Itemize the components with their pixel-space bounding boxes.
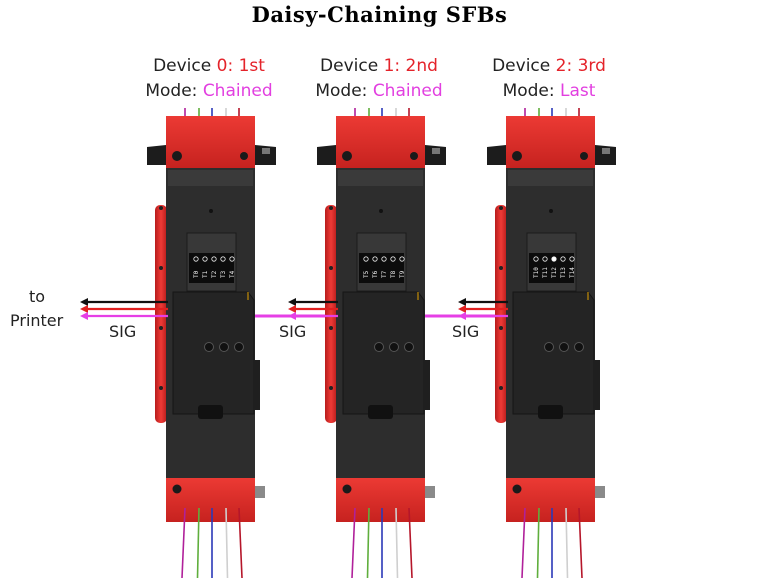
body-band <box>338 170 423 186</box>
clip <box>368 405 393 419</box>
port-label-T13: T13 <box>560 267 567 278</box>
screw-head <box>432 148 440 154</box>
arrow-icon <box>458 305 466 313</box>
fastener <box>545 343 554 352</box>
device-2-mode: Mode: Last <box>449 79 649 104</box>
cap-hole <box>173 485 182 494</box>
device-1: T5T6T7T8T9 <box>317 108 446 578</box>
rail-hole <box>329 386 333 390</box>
fastener <box>375 343 384 352</box>
rail-hole <box>329 206 333 210</box>
rail-hole <box>159 206 163 210</box>
screw-head <box>602 148 610 154</box>
mount-ear-left <box>487 145 506 165</box>
fastener <box>575 343 584 352</box>
module-plate <box>513 292 594 414</box>
fastener <box>205 343 214 352</box>
bottom-cap <box>336 478 425 522</box>
cap-hole <box>513 485 522 494</box>
device-2-title: Device 2: 3rd <box>449 54 649 79</box>
port-label-T2: T2 <box>211 270 218 278</box>
port-label-T6: T6 <box>372 270 379 278</box>
rail-hole <box>159 266 163 270</box>
port-label-T9: T9 <box>399 270 406 278</box>
fastener <box>235 343 244 352</box>
port-label-T11: T11 <box>542 267 549 278</box>
fastener <box>560 343 569 352</box>
arrow-icon <box>458 312 466 320</box>
rail-hole <box>329 326 333 330</box>
fastener <box>220 343 229 352</box>
cap-hole <box>240 152 248 160</box>
rail-hole <box>499 386 503 390</box>
cap-hole <box>172 151 182 161</box>
to-label: to <box>29 287 45 306</box>
device-2-label: Device 2: 3rd Mode: Last <box>449 54 649 104</box>
port-label-T3: T3 <box>220 270 227 278</box>
port-label-T14: T14 <box>569 267 576 278</box>
port-label-T7: T7 <box>381 270 388 278</box>
arrow-icon <box>80 305 88 313</box>
device-2: T10T11T12T13T14 <box>487 108 616 578</box>
fastener <box>390 343 399 352</box>
clip <box>538 405 563 419</box>
side-rail <box>155 205 167 423</box>
body-screw <box>209 209 213 213</box>
bottom-cap <box>166 478 255 522</box>
arrow-icon <box>458 298 466 306</box>
side-rail <box>495 205 507 423</box>
rail-hole <box>499 326 503 330</box>
cap-hole <box>342 151 352 161</box>
led-dot-icon <box>552 257 556 261</box>
body-band <box>508 170 593 186</box>
device-0: T0T1T2T3T4 <box>147 108 276 578</box>
fastener <box>405 343 414 352</box>
arrow-icon <box>288 312 296 320</box>
module-plate <box>343 292 424 414</box>
arrow-icon <box>288 305 296 313</box>
port-label-T8: T8 <box>390 270 397 278</box>
arrow-icon <box>80 312 88 320</box>
cap-hole <box>580 152 588 160</box>
cap-hole <box>410 152 418 160</box>
body-band <box>168 170 253 186</box>
rail-hole <box>499 206 503 210</box>
side-rail <box>325 205 337 423</box>
rail-hole <box>329 266 333 270</box>
module-plate <box>173 292 254 414</box>
port-label-T5: T5 <box>363 270 370 278</box>
clip <box>198 405 223 419</box>
rail-hole <box>159 326 163 330</box>
mount-ear-left <box>147 145 166 165</box>
body-screw <box>549 209 553 213</box>
printer-label: Printer <box>10 311 63 330</box>
side-latch <box>253 360 260 410</box>
cap-hole <box>512 151 522 161</box>
rail-hole <box>499 266 503 270</box>
bottom-screw <box>255 486 265 498</box>
bottom-screw <box>425 486 435 498</box>
port-label-T1: T1 <box>202 270 209 278</box>
sig-label-2: SIG <box>452 322 479 341</box>
cap-hole <box>343 485 352 494</box>
arrow-icon <box>288 298 296 306</box>
port-label-T0: T0 <box>193 270 200 278</box>
port-label-T12: T12 <box>551 267 558 278</box>
side-latch <box>423 360 430 410</box>
port-label-T4: T4 <box>229 270 236 278</box>
arrow-icon <box>80 298 88 306</box>
screw-head <box>262 148 270 154</box>
port-label-T10: T10 <box>533 267 540 278</box>
mount-ear-left <box>317 145 336 165</box>
sig-label-1: SIG <box>279 322 306 341</box>
sig-label-0: SIG <box>109 322 136 341</box>
rail-hole <box>159 386 163 390</box>
body-screw <box>379 209 383 213</box>
bottom-screw <box>595 486 605 498</box>
bottom-cap <box>506 478 595 522</box>
side-latch <box>593 360 600 410</box>
